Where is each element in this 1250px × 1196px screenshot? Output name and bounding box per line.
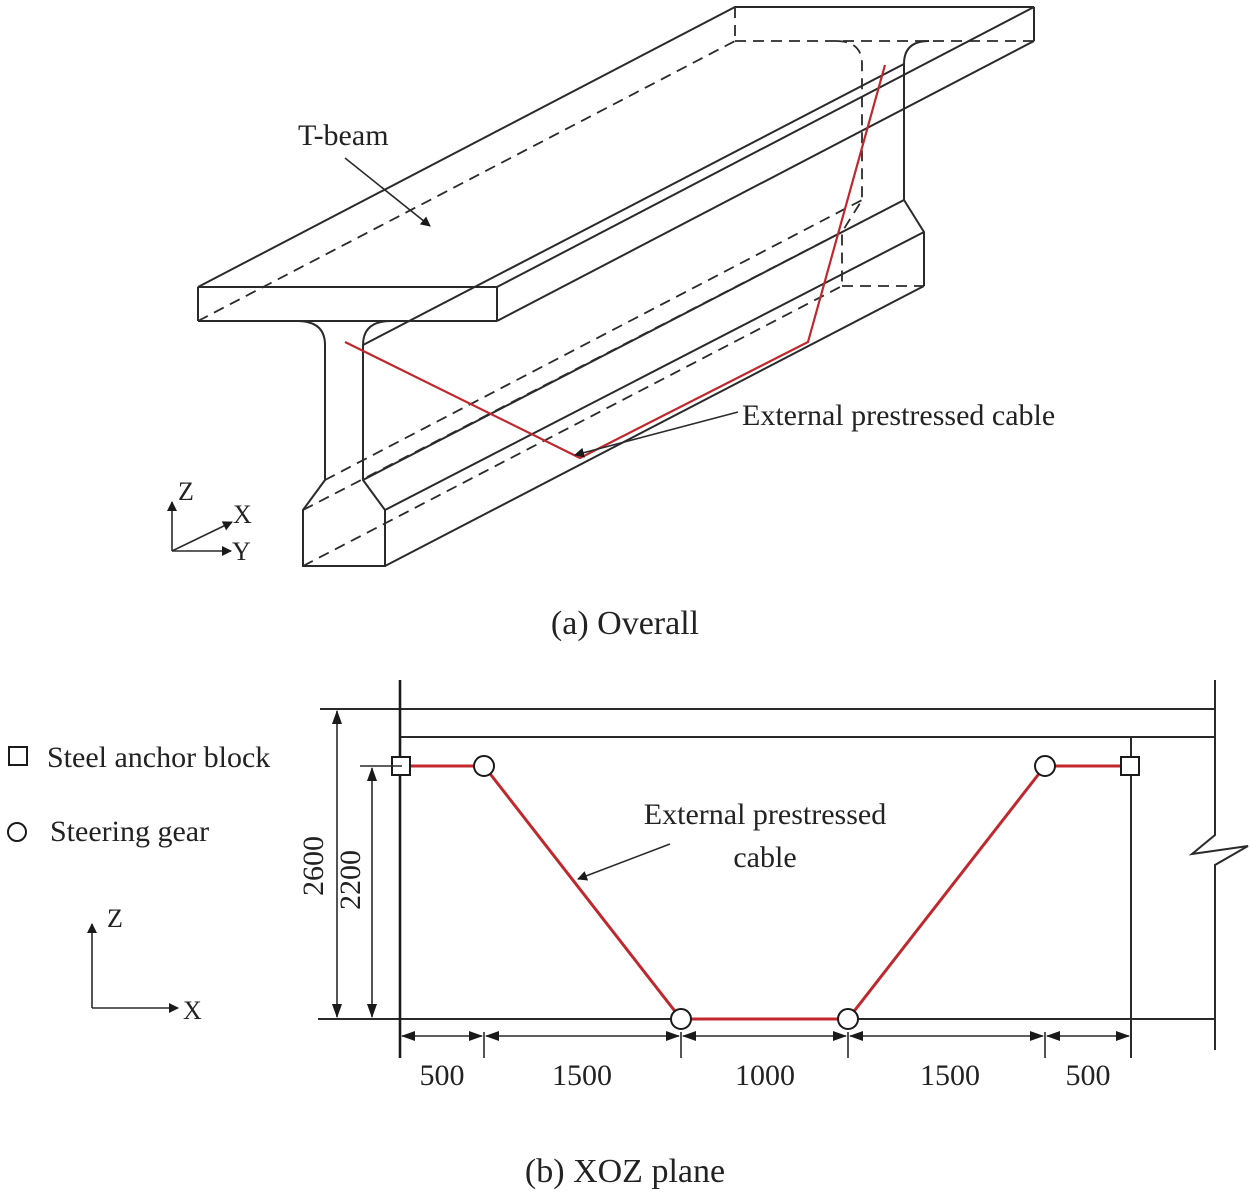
t-beam-longitudinal-edges [302, 63, 925, 567]
axes-indicator-2d: Z X [87, 904, 202, 1025]
dim-2200: 2200 [334, 850, 367, 910]
t-beam-near-section [296, 320, 392, 567]
legend: Steel anchor block Steering gear [7, 741, 270, 848]
steel-anchor-block-right [1120, 756, 1140, 776]
steering-gear-3 [837, 1008, 859, 1030]
dim-500-left: 500 [420, 1059, 465, 1092]
t-beam-flange [197, 6, 1035, 322]
panel-b-xoz-plane: External prestressed cable Steel anchor … [7, 680, 1249, 1190]
axis-z-label-3d: Z [178, 477, 194, 506]
external-cable-3d [344, 64, 887, 460]
caption-b: (b) XOZ plane [525, 1153, 725, 1190]
external-cable-elevation [402, 764, 1130, 1021]
legend-anchor-symbol [8, 746, 28, 766]
legend-steering-label: Steering gear [50, 815, 209, 848]
beam-elevation [318, 680, 1249, 1058]
legend-anchor-label: Steel anchor block [47, 741, 270, 774]
t-beam-leader [344, 157, 431, 227]
steering-gear-1 [473, 755, 495, 777]
dim-500-right: 500 [1066, 1059, 1111, 1092]
t-beam-label: T-beam [298, 119, 389, 152]
dim-1500-left: 1500 [552, 1059, 612, 1092]
vertical-dimensions: 2600 2200 [297, 710, 402, 1018]
dim-2600: 2600 [297, 836, 330, 896]
caption-a: (a) Overall [551, 605, 699, 642]
dim-1500-right: 1500 [920, 1059, 980, 1092]
dim-1000: 1000 [735, 1059, 795, 1092]
steering-gear-2 [670, 1008, 692, 1030]
axis-z-label-2d: Z [107, 904, 123, 933]
axes-indicator-3d: Z X Y [167, 477, 252, 566]
cable-leader-3d [574, 411, 739, 458]
t-beam-far-section [835, 40, 930, 287]
cable-label-3d: External prestressed cable [742, 399, 1055, 432]
axis-x-label-3d: X [233, 500, 252, 529]
cable-label-elevation-line2: cable [733, 841, 796, 874]
cable-label-elevation-line1: External prestressed [644, 798, 886, 831]
horizontal-dimensions: 500 1500 1000 1500 500 [401, 1031, 1130, 1092]
steering-gear-4 [1034, 755, 1056, 777]
axis-x-label-2d: X [183, 996, 202, 1025]
axis-y-label-3d: Y [232, 537, 251, 566]
panel-a-overall: T-beam External prestressed cable Z X Y … [167, 6, 1055, 642]
cable-leader-elevation [577, 843, 671, 881]
legend-steering-symbol [7, 822, 27, 842]
